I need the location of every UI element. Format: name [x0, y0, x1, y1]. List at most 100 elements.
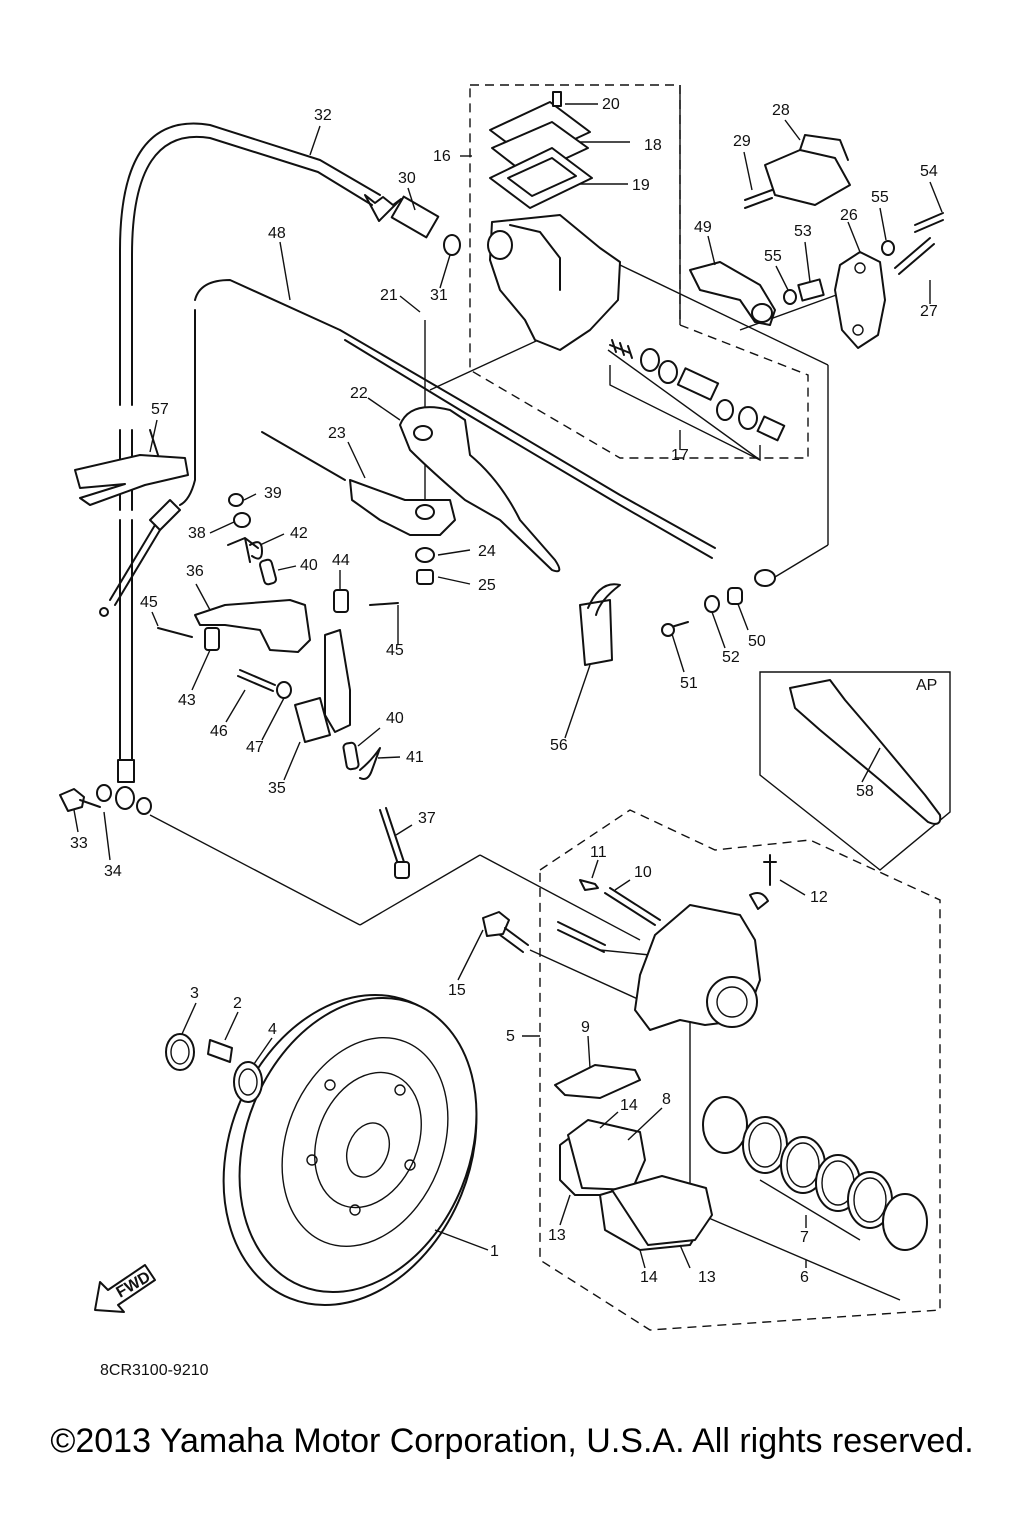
part-callout-14: 14	[620, 1097, 638, 1114]
callout-leader-line	[437, 576, 471, 585]
caliper	[482, 854, 777, 1031]
part-callout-14: 14	[640, 1269, 658, 1286]
callout-leader-line	[259, 533, 285, 546]
callout-leader-line	[564, 664, 591, 739]
part-callout-9: 9	[581, 1019, 590, 1036]
piston-kit	[609, 339, 786, 462]
brake-cable	[99, 279, 776, 617]
callout-leader-line	[779, 879, 806, 896]
callout-leader-line	[243, 493, 257, 501]
callout-leader-line	[679, 1244, 691, 1269]
part-callout-31: 31	[430, 287, 448, 304]
callout-leader-line	[309, 125, 321, 156]
callout-leader-line	[591, 859, 599, 879]
part-callout-27: 27	[920, 303, 938, 320]
part-callout-24: 24	[478, 543, 496, 560]
callout-leader-line	[195, 583, 211, 611]
clamp	[74, 429, 189, 506]
callout-leader-line	[743, 151, 753, 191]
part-callout-51: 51	[680, 675, 698, 692]
pedal-bracket	[689, 212, 944, 349]
part-callout-56: 56	[550, 737, 568, 754]
callout-leader-line	[707, 235, 716, 266]
part-callout-19: 19	[632, 177, 650, 194]
part-callout-21: 21	[380, 287, 398, 304]
part-callout-16: 16	[433, 148, 451, 165]
callout-leader-line	[847, 221, 861, 253]
callout-leader-line	[599, 1111, 619, 1129]
part-callout-23: 23	[328, 425, 346, 442]
banjo-fitting	[390, 195, 461, 256]
pins-and-bolts	[157, 589, 399, 699]
brake-pads	[554, 1064, 713, 1251]
callout-leader-line	[929, 181, 943, 213]
part-callout-38: 38	[188, 525, 206, 542]
part-callout-25: 25	[478, 577, 496, 594]
lever-arm	[294, 629, 351, 743]
part-callout-47: 47	[246, 739, 264, 756]
part-callout-35: 35	[268, 780, 286, 797]
part-callout-3: 3	[190, 985, 199, 1002]
part-callout-30: 30	[398, 170, 416, 187]
callout-leader-line	[879, 207, 887, 241]
part-callout-11: 11	[590, 844, 607, 861]
callout-leader-line	[347, 441, 366, 479]
callout-leader-line	[804, 241, 811, 283]
callout-leader-line	[439, 254, 451, 289]
part-callout-1: 1	[490, 1243, 499, 1260]
reflector	[579, 583, 621, 666]
part-callout-28: 28	[772, 102, 790, 119]
part-callout-52: 52	[722, 649, 740, 666]
part-callout-8: 8	[662, 1091, 671, 1108]
part-callout-12: 12	[810, 889, 828, 906]
callout-leader-line	[587, 1035, 591, 1069]
callout-leader-line	[283, 741, 301, 781]
callout-leader-line	[737, 603, 749, 631]
part-callout-33: 33	[70, 835, 88, 852]
part-callout-6: 6	[800, 1269, 809, 1286]
callout-leader-line	[277, 565, 297, 571]
part-callout-13: 13	[548, 1227, 566, 1244]
part-callout-45: 45	[386, 642, 404, 659]
part-callout-54: 54	[920, 163, 938, 180]
part-callout-18: 18	[644, 137, 662, 154]
callout-leader-line	[395, 824, 413, 836]
part-callout-43: 43	[178, 692, 196, 709]
callout-leader-line	[181, 1002, 197, 1035]
part-callout-55: 55	[871, 189, 889, 206]
disc-small-parts	[165, 1033, 263, 1103]
part-callout-41: 41	[406, 749, 424, 766]
small-fittings	[227, 493, 435, 586]
part-callout-32: 32	[314, 107, 332, 124]
part-callout-22: 22	[350, 385, 368, 402]
callout-leader-line	[261, 697, 285, 741]
callout-leader-line	[367, 397, 401, 421]
callout-leader-line	[224, 1011, 239, 1041]
callout-leader-line	[614, 879, 631, 891]
callout-leader-line	[399, 295, 421, 313]
part-callout-34: 34	[104, 863, 122, 880]
part-callout-7: 7	[800, 1229, 809, 1246]
part-callout-40: 40	[386, 710, 404, 727]
callout-leader-line	[377, 756, 401, 759]
callout-leader-line	[407, 187, 416, 211]
callout-leader-line	[357, 727, 381, 747]
part-callout-40: 40	[300, 557, 318, 574]
brake-switch	[744, 134, 851, 209]
cable-arm	[194, 599, 311, 653]
part-callout-46: 46	[210, 723, 228, 740]
callout-leader-line	[784, 119, 801, 141]
callout-leader-line	[627, 1107, 663, 1141]
callout-leader-line	[225, 689, 246, 723]
part-callout-2: 2	[233, 995, 242, 1012]
copyright-notice: ©2013 Yamaha Motor Corporation, U.S.A. A…	[50, 1422, 974, 1460]
part-callout-29: 29	[733, 133, 751, 150]
part-callout-53: 53	[794, 223, 812, 240]
callout-leader-line	[775, 265, 789, 291]
part-code: 8CR3100-9210	[100, 1362, 209, 1379]
alternate-lever-box	[759, 671, 951, 871]
part-callout-48: 48	[268, 225, 286, 242]
callout-leader-line	[671, 633, 685, 673]
part-callout-50: 50	[748, 633, 766, 650]
